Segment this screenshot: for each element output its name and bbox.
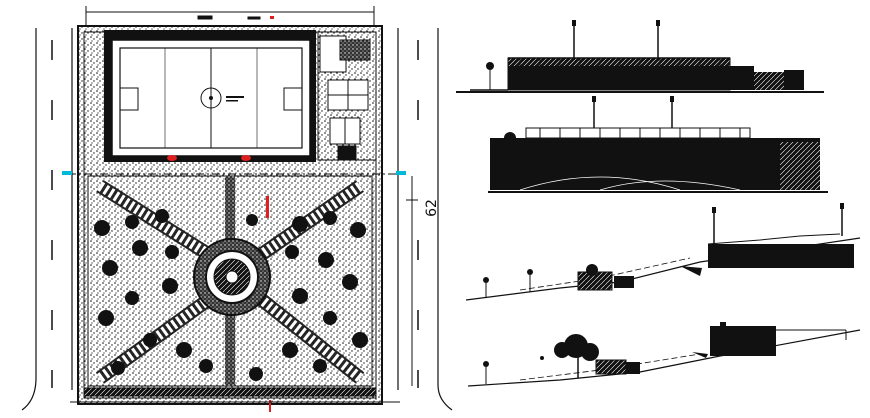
elevation-2 (488, 96, 828, 193)
section-1 (465, 203, 861, 301)
dimension-label: 62 (424, 199, 440, 217)
plan-trees (94, 209, 368, 381)
right-dimension-line (406, 176, 418, 386)
plaza-area (87, 175, 373, 387)
section-axis (62, 171, 406, 175)
right-road (397, 28, 453, 411)
elevation-1 (456, 20, 824, 93)
service-building (317, 31, 377, 161)
top-dimension-line (85, 6, 375, 26)
sports-court-block (104, 30, 316, 162)
site-plan: 62 (21, 6, 453, 412)
left-road (21, 28, 73, 411)
section-2 (467, 322, 861, 387)
bottom-edge-strip (83, 387, 377, 397)
